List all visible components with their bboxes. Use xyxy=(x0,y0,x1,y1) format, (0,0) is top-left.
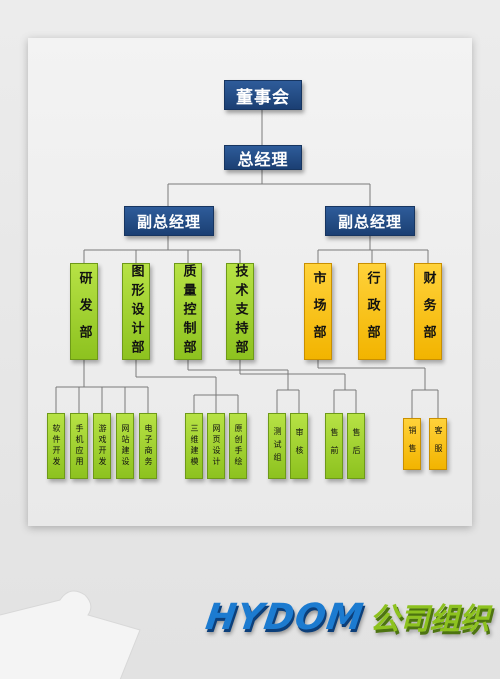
sub-unit-box: 软件开发 xyxy=(47,413,65,479)
general-manager-box: 总经理 xyxy=(224,145,302,170)
sub-unit-box: 三维建模 xyxy=(185,413,203,479)
department-label: 市场部 xyxy=(310,271,326,352)
department-box: 技术支持部 xyxy=(226,263,254,360)
department-label: 研发部 xyxy=(76,271,92,352)
sub-unit-box: 售前 xyxy=(325,413,343,479)
sub-unit-box: 网站建设 xyxy=(116,413,134,479)
sub-unit-label: 售后 xyxy=(352,428,361,464)
sub-unit-label: 游戏开发 xyxy=(98,424,107,468)
sub-unit-box: 网页设计 xyxy=(207,413,225,479)
department-box: 图形设计部 xyxy=(122,263,150,360)
sub-unit-box: 销售 xyxy=(403,418,421,470)
sub-unit-box: 原创手绘 xyxy=(229,413,247,479)
vice-president-box-1: 副总经理 xyxy=(124,206,214,236)
sub-unit-label: 售前 xyxy=(330,428,339,464)
sub-unit-label: 审核 xyxy=(295,428,304,464)
department-label: 财务部 xyxy=(420,271,436,352)
vice-president-label-1: 副总经理 xyxy=(136,212,201,231)
department-box: 研发部 xyxy=(70,263,98,360)
department-box: 市场部 xyxy=(304,263,332,360)
sub-unit-box: 电子商务 xyxy=(139,413,157,479)
department-label: 行政部 xyxy=(364,271,380,352)
department-label: 图形设计部 xyxy=(128,264,144,359)
chairman-box: 董事会 xyxy=(224,80,302,110)
vice-president-label-2: 副总经理 xyxy=(337,212,402,231)
sub-unit-label: 三维建模 xyxy=(190,424,199,468)
chairman-label: 董事会 xyxy=(236,87,290,108)
brand-name-cn: 公司组织 xyxy=(369,602,490,637)
sub-unit-box: 客服 xyxy=(429,418,447,470)
sub-unit-box: 测试组 xyxy=(268,413,286,479)
sub-unit-label: 网页设计 xyxy=(212,424,221,468)
sub-unit-label: 原创手绘 xyxy=(234,424,243,468)
department-label: 质量控制部 xyxy=(180,264,196,359)
sub-unit-label: 电子商务 xyxy=(144,424,153,468)
sub-unit-label: 手机应用 xyxy=(75,424,84,468)
department-box: 行政部 xyxy=(358,263,386,360)
general-manager-label: 总经理 xyxy=(237,149,289,169)
sub-unit-box: 审核 xyxy=(290,413,308,479)
sub-unit-label: 销售 xyxy=(408,426,417,462)
sub-unit-label: 测试组 xyxy=(273,426,282,466)
department-box: 质量控制部 xyxy=(174,263,202,360)
sub-unit-box: 手机应用 xyxy=(70,413,88,479)
puzzle-decoration-icon xyxy=(0,590,141,679)
sub-unit-label: 软件开发 xyxy=(52,424,61,468)
brand-name-en: HYDOM xyxy=(203,597,367,638)
sub-unit-box: 游戏开发 xyxy=(93,413,111,479)
brand-title: HYDOM 公司组织 xyxy=(203,578,490,638)
sub-unit-label: 网站建设 xyxy=(121,424,130,468)
vice-president-box-2: 副总经理 xyxy=(325,206,415,236)
department-label: 技术支持部 xyxy=(232,264,248,359)
sub-unit-label: 客服 xyxy=(434,426,443,462)
department-box: 财务部 xyxy=(414,263,442,360)
sub-unit-box: 售后 xyxy=(347,413,365,479)
